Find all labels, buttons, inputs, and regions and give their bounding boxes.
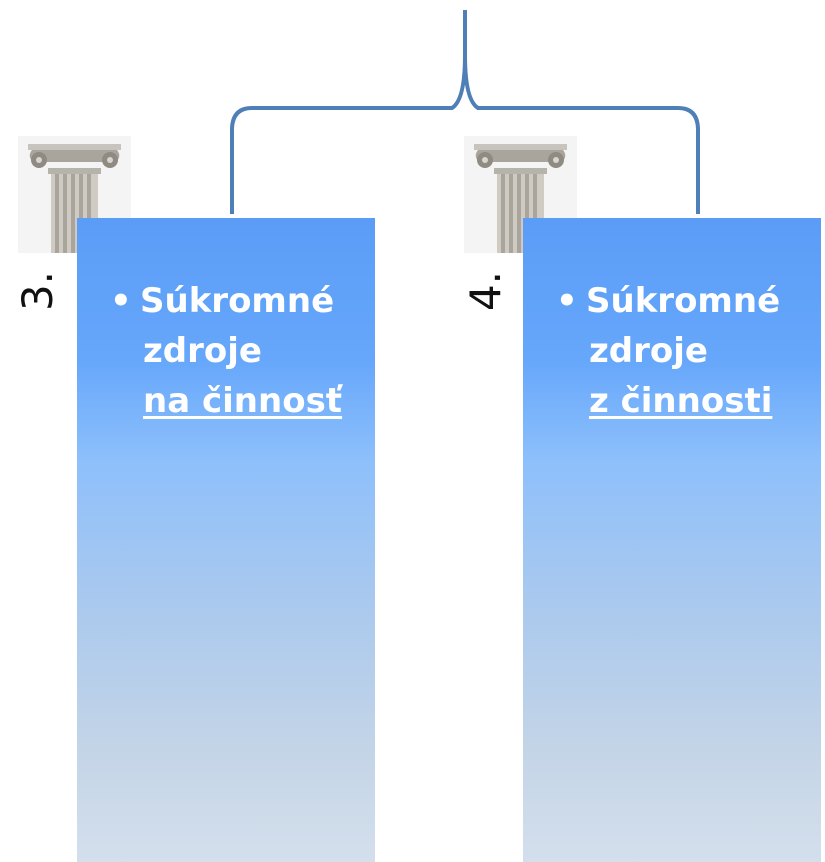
bullet-text: •Súkromné zdroje z činnosti: [556, 276, 780, 426]
item-number: 3.: [13, 270, 63, 312]
item-number: 4.: [461, 270, 511, 312]
panel-private-sources-from-activity: [523, 218, 821, 862]
bullet-line-3: na činnosť: [143, 381, 343, 421]
bullet-line-2: zdroje: [143, 331, 262, 371]
bullet-icon: •: [110, 281, 132, 321]
bullet-line-1: Súkromné: [586, 281, 781, 321]
bullet-line-3: z činnosti: [589, 381, 773, 421]
bullet-line-2: zdroje: [589, 331, 708, 371]
bullet-text: •Súkromné zdroje na činnosť: [110, 276, 342, 426]
bullet-line-1: Súkromné: [140, 281, 335, 321]
bullet-icon: •: [556, 281, 578, 321]
panel-private-sources-for-activity: [77, 218, 375, 862]
ionic-column-icon: [18, 136, 131, 253]
